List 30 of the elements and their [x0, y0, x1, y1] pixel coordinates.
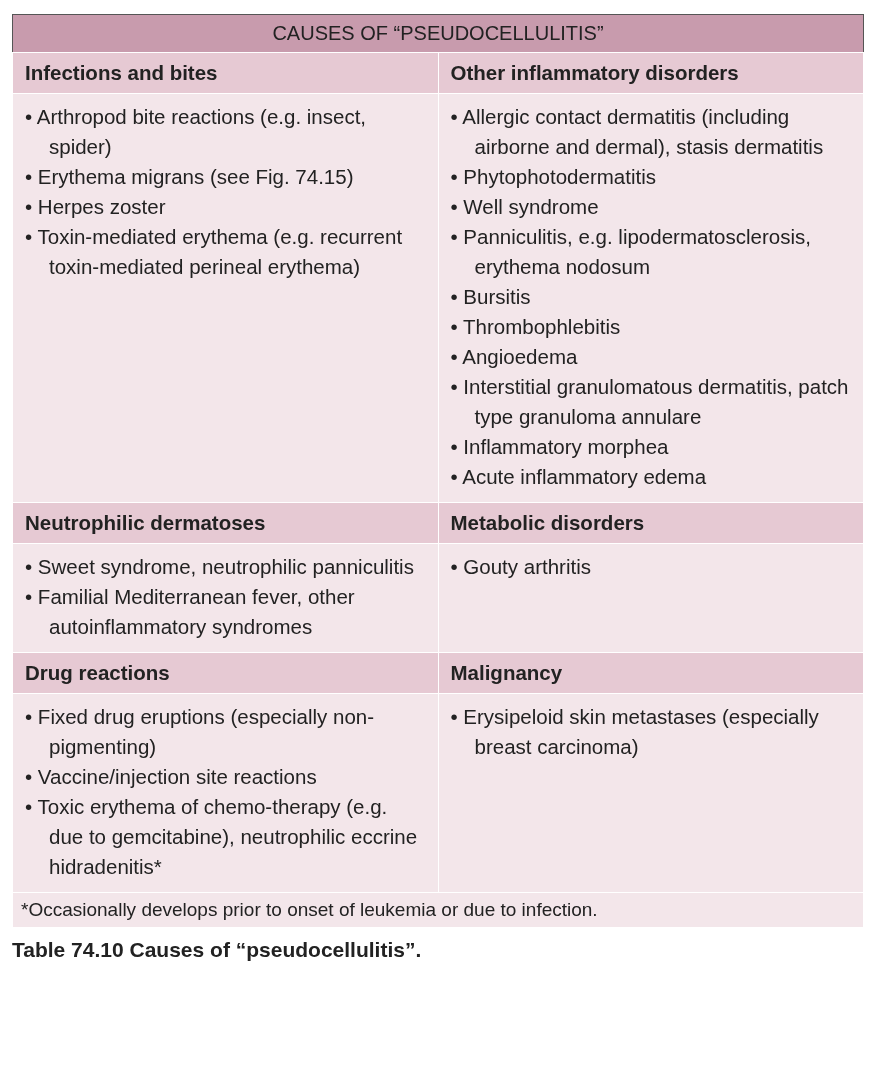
list-item: • Vaccine/injection site reactions: [25, 764, 318, 790]
list-item: • Acute inflammatory edema: [450, 464, 708, 490]
table-caption: Table 74.10 Causes of “pseudocellulitis”.: [12, 938, 423, 962]
list-item: • Toxin-mediated erythema (e.g. recurrent toxin-mediated perineal erythema): [25, 224, 404, 280]
list-item: • Angioedema: [450, 344, 579, 370]
list-item: • Panniculitis, e.g. lipodermatosclerosis, erythema nodosum: [450, 224, 812, 280]
list-item: • Gouty arthritis: [450, 554, 592, 580]
list-item: • Inflammatory morphea: [450, 434, 670, 460]
list-item: • Fixed drug eruptions (especially non-pigmenting): [25, 704, 376, 760]
column-heading: Malignancy: [438, 652, 864, 694]
footnote: *Occasionally develops prior to onset of leukemia or due to infection.: [12, 892, 864, 928]
list-item: • Thrombophlebitis: [450, 314, 622, 340]
list-item: • Sweet syndrome, neutrophilic panniculitis: [25, 554, 415, 580]
column-heading: Drug reactions: [12, 652, 438, 694]
list-item: • Well syndrome: [450, 194, 600, 220]
list-item: • Herpes zoster: [25, 194, 167, 220]
table-title: CAUSES OF “PSEUDOCELLULITIS”: [12, 14, 864, 53]
list-item: • Toxic erythema of chemo-therapy (e.g. due to gemcitabine), neutrophilic eccrine hidradenitis*: [25, 794, 419, 880]
list-item: • Bursitis: [450, 284, 532, 310]
list-item: • Familial Mediterranean fever, other autoinflammatory syndromes: [25, 584, 356, 640]
column-heading: Metabolic disorders: [438, 502, 864, 544]
column-heading: Other inflammatory disorders: [438, 52, 864, 94]
list-item: • Phytophotodermatitis: [450, 164, 657, 190]
list-item: • Erythema migrans (see Fig. 74.15): [25, 164, 355, 190]
list-item: • Interstitial granulomatous dermatitis, patch type granuloma annulare: [450, 374, 850, 430]
list-item: • Arthropod bite reactions (e.g. insect, spider): [25, 104, 368, 160]
column-heading: Neutrophilic dermatoses: [12, 502, 438, 544]
list-item: • Allergic contact dermatitis (including airborne and dermal), stasis dermatitis: [450, 104, 825, 160]
column-heading: Infections and bites: [12, 52, 438, 94]
list-item: • Erysipeloid skin metastases (especially breast carcinoma): [450, 704, 820, 760]
